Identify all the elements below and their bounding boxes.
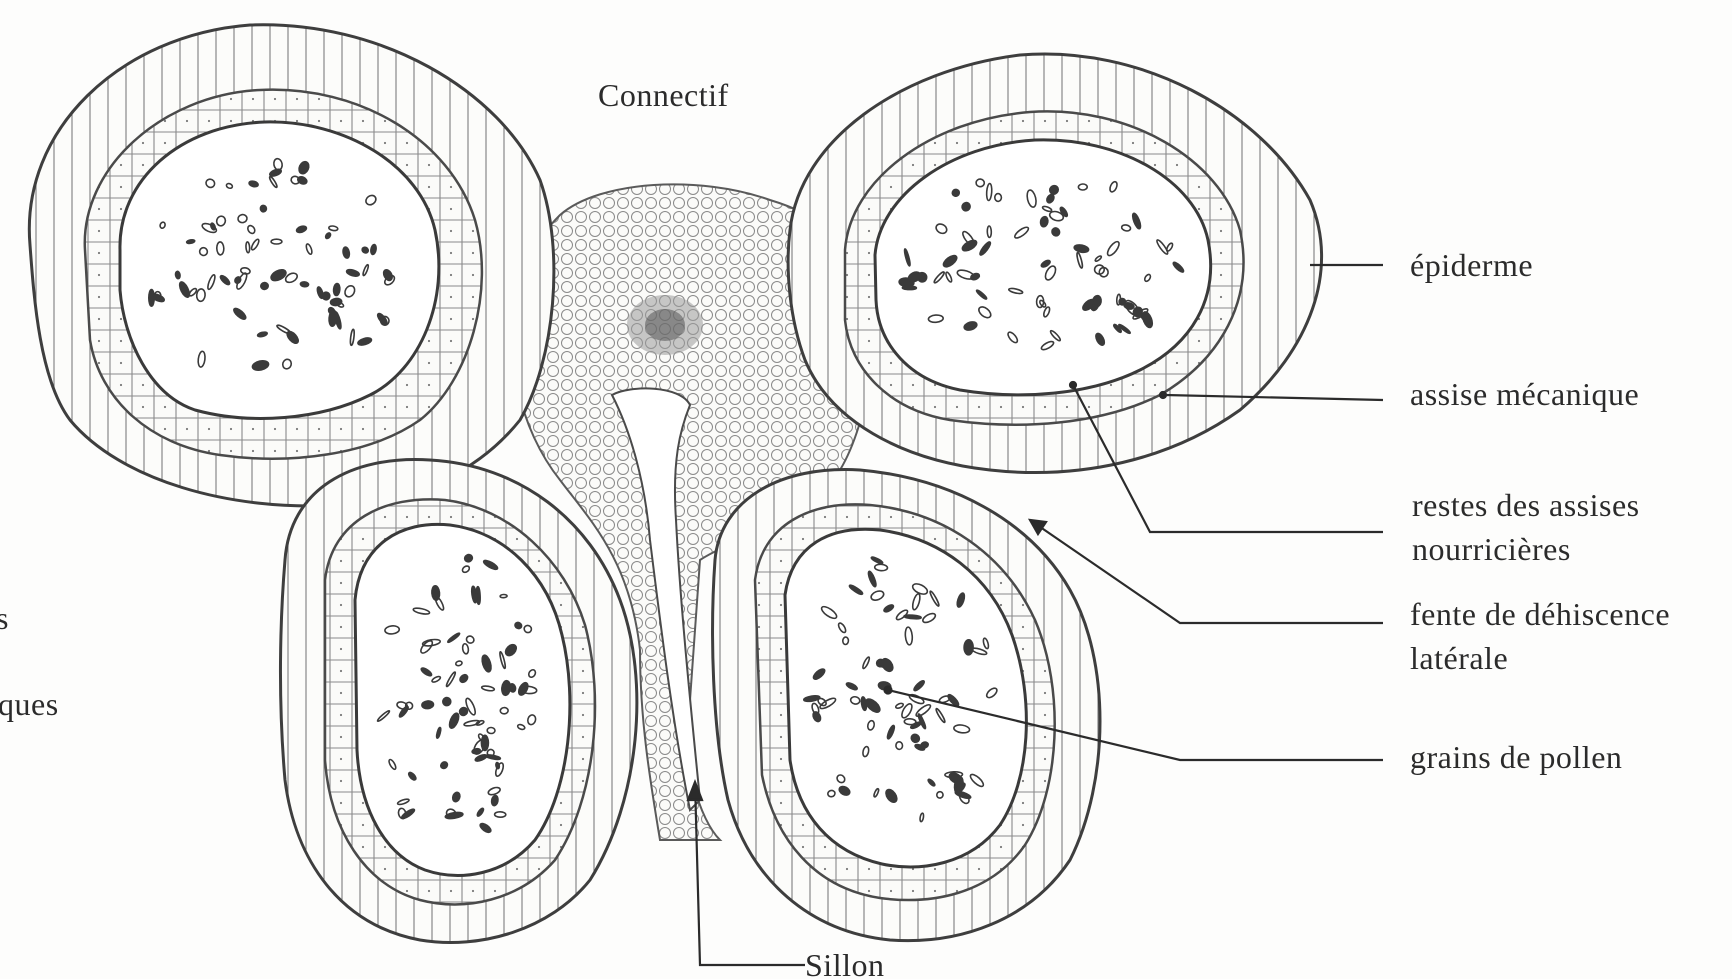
label-left-fragment-1: s bbox=[0, 596, 9, 640]
pollen-grain bbox=[260, 205, 267, 212]
label-restes-line2: nourricières bbox=[1412, 527, 1640, 571]
pollen-grain bbox=[902, 286, 916, 290]
label-grains-de-pollen: grains de pollen bbox=[1410, 735, 1622, 779]
pollen-sac-upper-left bbox=[29, 25, 554, 506]
label-left-fragment-2: ques bbox=[0, 682, 59, 726]
label-fente-line2: latérale bbox=[1410, 636, 1670, 680]
label-restes-line1: restes des assises bbox=[1412, 483, 1640, 527]
pollen-sac-lower-left bbox=[280, 460, 636, 943]
pollen-grain bbox=[472, 748, 481, 754]
label-connectif: Connectif bbox=[598, 73, 729, 117]
pollen-grain bbox=[175, 271, 181, 279]
pollen-sac-upper-right bbox=[788, 54, 1321, 473]
label-epiderme: épiderme bbox=[1410, 243, 1533, 287]
label-sillon: Sillon bbox=[805, 943, 884, 979]
pollen-grain bbox=[333, 283, 340, 295]
pollen-grain bbox=[260, 282, 268, 290]
label-assise-mecanique: assise mécanique bbox=[1410, 372, 1639, 416]
pollen-grain bbox=[422, 700, 434, 709]
pollen-grain bbox=[300, 282, 309, 287]
pollen-grain bbox=[964, 640, 973, 655]
pollen-grain bbox=[149, 290, 154, 307]
label-restes-des-assises: restes des assises nourricières bbox=[1412, 483, 1640, 571]
leader-fente-dehiscence bbox=[1030, 520, 1383, 623]
label-fente-de-dehiscence: fente de déhiscence latérale bbox=[1410, 592, 1670, 680]
label-fente-line1: fente de déhiscence bbox=[1410, 592, 1670, 636]
